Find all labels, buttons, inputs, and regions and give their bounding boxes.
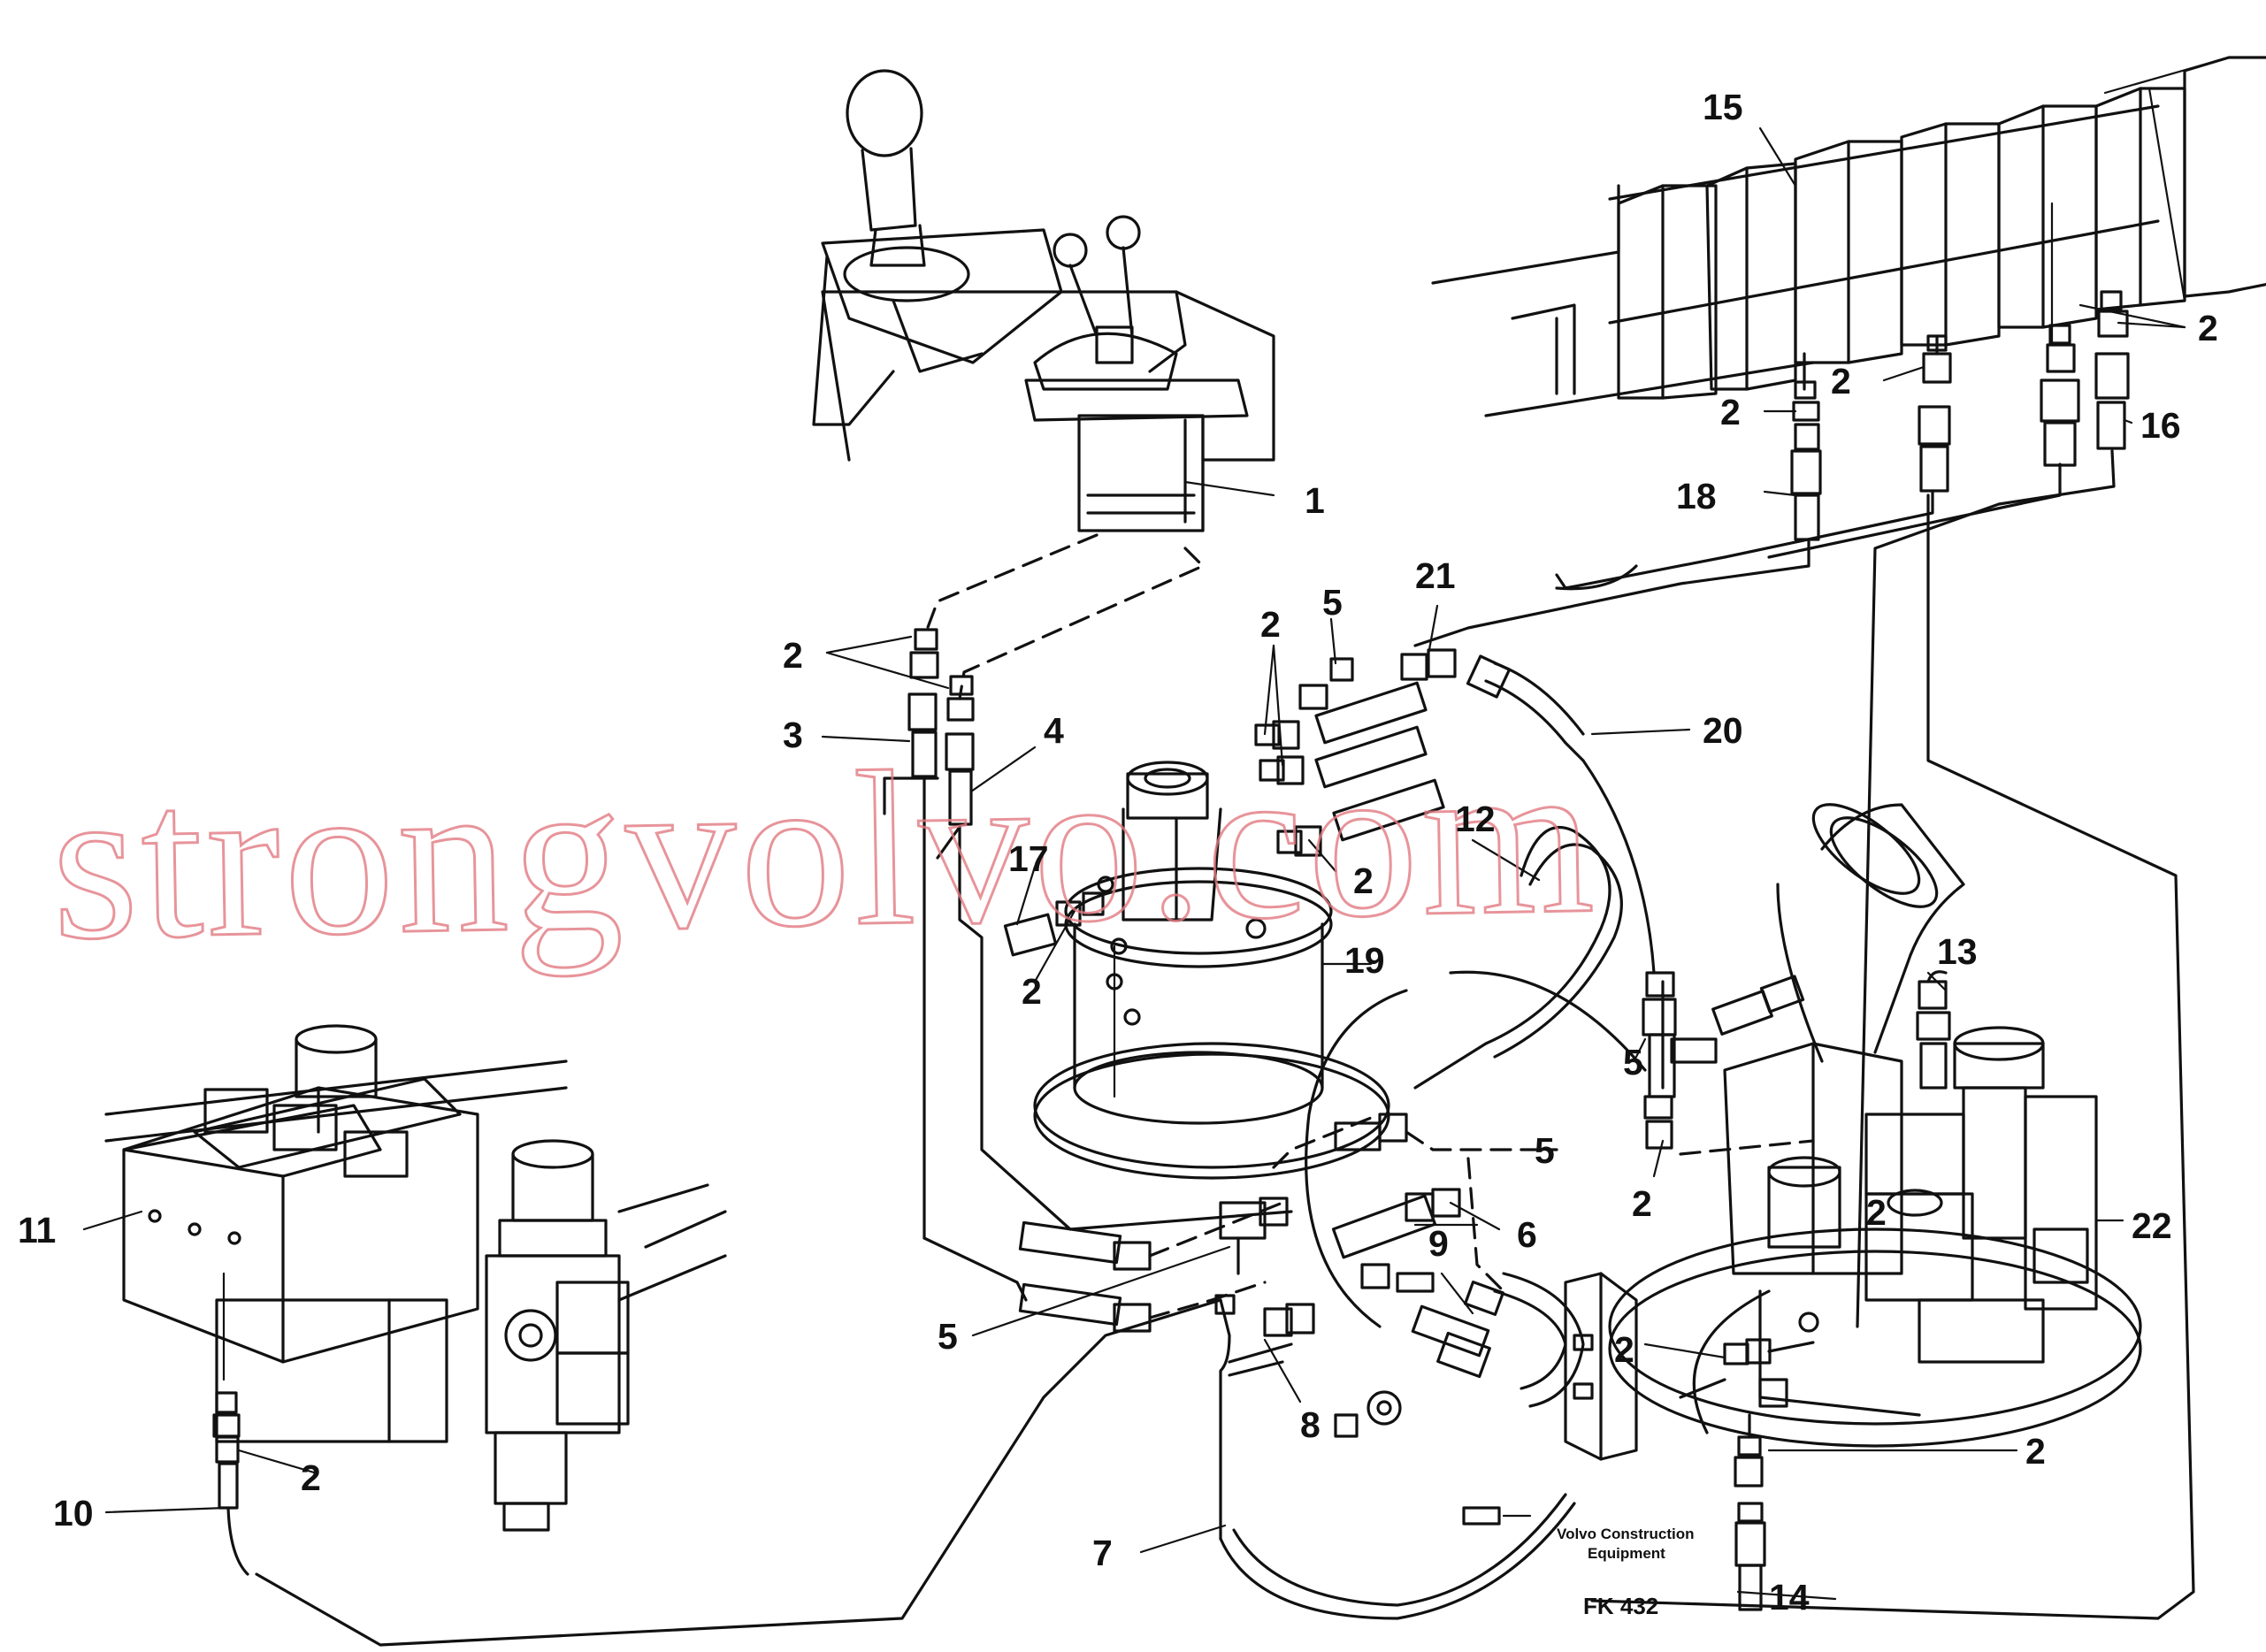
- callout-13: 13: [1937, 931, 1978, 972]
- callout-5: 5: [1322, 582, 1343, 623]
- callout-1: 1: [1305, 480, 1325, 521]
- bracket-parts: [1214, 1188, 1638, 1620]
- callout-2: 2: [1353, 860, 1374, 901]
- callout-2: 2: [2025, 1431, 2046, 1472]
- callout-5: 5: [1535, 1130, 1555, 1171]
- callout-7: 7: [1092, 1533, 1113, 1573]
- callout-labels: 1 2 2 3 4 2 5 21 20 12 17 2 19 15 2 2 2 …: [18, 87, 2218, 1618]
- callout-2: 2: [1866, 1192, 1887, 1233]
- callout-20: 20: [1703, 710, 1743, 751]
- watermark: strongvolvo.com: [50, 715, 1599, 986]
- callout-22: 22: [2132, 1205, 2172, 1246]
- figure-code: FK 432: [1583, 1593, 1658, 1619]
- callout-2: 2: [1720, 392, 1741, 432]
- callout-2: 2: [1632, 1183, 1652, 1224]
- callout-14: 14: [1769, 1577, 1810, 1618]
- callout-5: 5: [1623, 1042, 1643, 1082]
- callout-12: 12: [1455, 799, 1496, 839]
- callout-18: 18: [1676, 476, 1717, 516]
- callout-16: 16: [2140, 405, 2181, 446]
- callout-9: 9: [1428, 1223, 1449, 1264]
- callout-2: 2: [1831, 361, 1851, 402]
- rotary-joint: [1033, 761, 1390, 1180]
- callout-5: 5: [938, 1316, 958, 1357]
- tee-fittings: [1642, 970, 1951, 1150]
- connection-lines: [255, 449, 2195, 1647]
- valve-bank-fittings: [1790, 290, 2130, 541]
- callout-2: 2: [1022, 971, 1042, 1012]
- callout-2: 2: [301, 1457, 321, 1498]
- credit-line-1: Volvo Construction: [1557, 1526, 1695, 1542]
- credit-line-2: Equipment: [1588, 1545, 1665, 1562]
- callout-4: 4: [1044, 710, 1064, 751]
- solenoid-block: [104, 1024, 727, 1576]
- control-valve-bank: [1431, 56, 2266, 417]
- valve-assembly: [1608, 803, 2142, 1448]
- callout-6: 6: [1517, 1214, 1537, 1255]
- callout-8: 8: [1300, 1404, 1321, 1445]
- callout-21: 21: [1415, 555, 1456, 596]
- callout-10: 10: [53, 1493, 94, 1533]
- callout-19: 19: [1344, 940, 1385, 981]
- rotary-joint-fittings: [1003, 648, 1457, 957]
- callout-2: 2: [1614, 1329, 1634, 1370]
- callout-17: 17: [1008, 838, 1049, 879]
- callout-2: 2: [783, 635, 803, 676]
- servo-control-unit: [812, 69, 1275, 532]
- callout-11: 11: [18, 1210, 56, 1250]
- callout-3: 3: [783, 715, 803, 755]
- callout-2: 2: [1260, 604, 1281, 645]
- figure-credit: Volvo Construction Equipment FK 432: [1557, 1526, 1695, 1619]
- leader-lines: [82, 126, 2186, 1601]
- callout-2: 2: [2198, 308, 2218, 348]
- callout-15: 15: [1703, 87, 1743, 127]
